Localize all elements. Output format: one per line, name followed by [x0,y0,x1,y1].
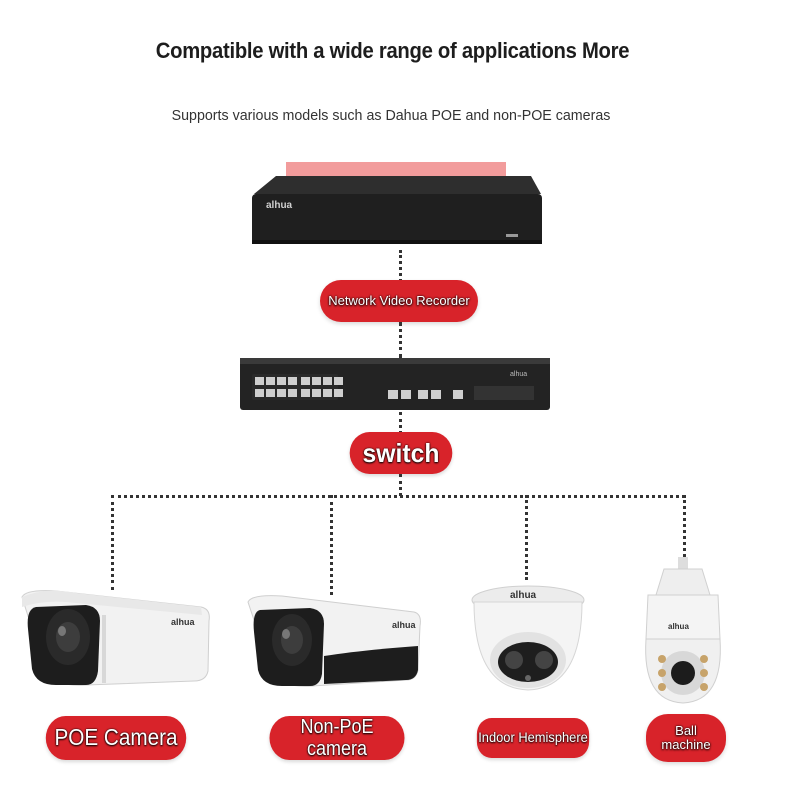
switch-label: switch [350,432,453,474]
switch-device-image: alhua [238,352,552,414]
hemisphere-camera-label: Indoor Hemisphere [477,718,589,758]
switch-trunk-line [399,474,402,496]
poe-camera-image: alhua [16,585,212,697]
nvr-brand-logo: alhua [266,200,293,211]
page-title: Compatible with a wide range of applicat… [31,38,753,64]
non-poe-camera-image: alhua [242,590,424,698]
non-poe-camera-brand-logo: alhua [392,620,417,630]
drop-line-nonpoe [330,495,333,595]
drop-line-poe [111,495,114,590]
nvr-connector-line [399,250,402,282]
distribution-line [111,495,685,498]
page-subtitle: Supports various models such as Dahua PO… [20,107,763,124]
hemisphere-camera-image: alhua [466,578,590,698]
ball-camera-brand-logo: alhua [668,622,689,631]
drop-line-ball [683,495,686,557]
nvr-label: Network Video Recorder [320,280,478,322]
ball-camera-image: alhua [640,555,726,707]
hemisphere-camera-brand-logo: alhua [510,590,537,601]
non-poe-camera-label: Non-PoE camera [270,716,405,760]
poe-camera-brand-logo: alhua [171,617,196,627]
drop-line-hemisphere [525,495,528,580]
ball-camera-label: Ball machine [646,714,726,762]
switch-connector-line [399,412,402,434]
switch-brand-logo: alhua [510,371,527,378]
nvr-device-image: alhua [246,156,546,251]
poe-camera-label: POE Camera [46,716,186,760]
